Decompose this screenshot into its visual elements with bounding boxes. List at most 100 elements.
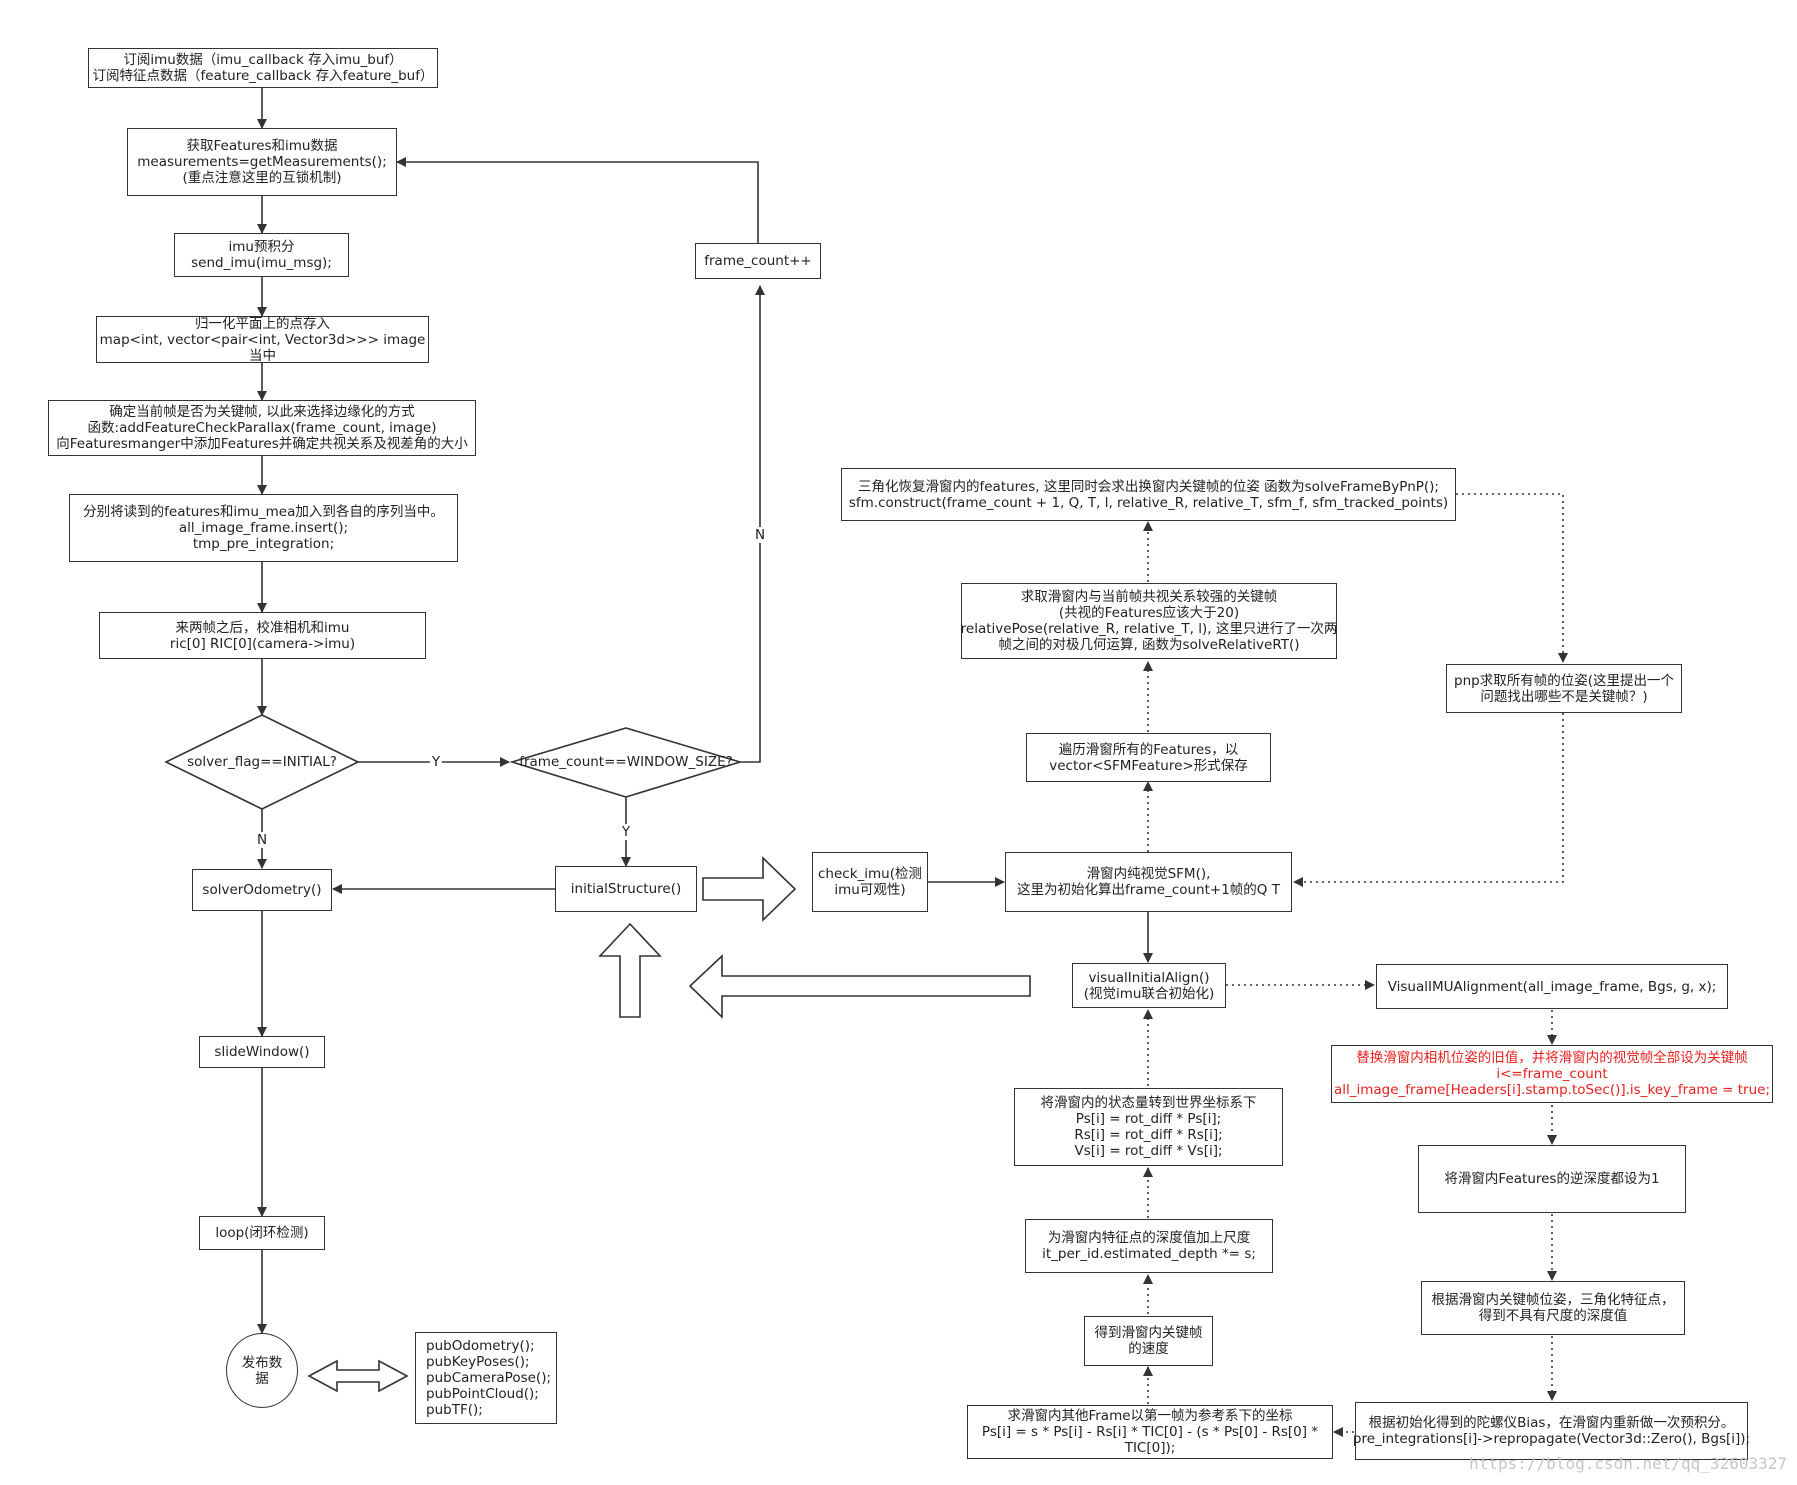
initial-structure-node: initialStructure() <box>555 866 697 912</box>
edge-windowsize-no <box>740 285 765 763</box>
relative-pose-line-1: 求取滑窗内与当前帧共视关系较强的关键帧 <box>1020 589 1278 605</box>
watermark: https://blog.csdn.net/qq_32603327 <box>1469 1454 1787 1473</box>
relative-pose-line-4: 帧之间的对极几何运算, 函数为solveRelativeRT() <box>998 637 1300 653</box>
sfm-node: 滑窗内纯视觉SFM(), 这里为初始化算出frame_count+1帧的Q T <box>1005 852 1292 912</box>
insert-sequences-line-3: tmp_pre_integration; <box>192 536 335 552</box>
publish-node: 发布数 据 <box>226 1333 298 1408</box>
other-frames-line-1: 求滑窗内其他Frame以第一帧为参考系下的坐标 <box>1007 1408 1293 1424</box>
block-arrow-up-icon <box>598 922 662 1018</box>
traverse-features-line-2: vector<SFMFeature>形式保存 <box>1049 757 1248 774</box>
scale-depth-node: 为滑窗内特征点的深度值加上尺度 it_per_id.estimated_dept… <box>1025 1219 1273 1273</box>
publish-list-line-1: pubOdometry(); <box>426 1338 535 1354</box>
block-arrow-right-icon <box>702 856 797 922</box>
check-imu-line-2: imu可观性) <box>834 882 906 898</box>
sfm-line-1: 滑窗内纯视觉SFM(), <box>1086 866 1211 882</box>
traverse-features-line-1: 遍历滑窗所有的Features，以 <box>1058 741 1239 758</box>
repropagate-line-1: 根据初始化得到的陀螺仪Bias，在滑窗内重新做一次预积分。 <box>1368 1415 1735 1431</box>
edge-pnp-to-sfm <box>1293 713 1564 887</box>
replace-pose-line-2: i<=frame_count <box>1496 1066 1608 1082</box>
publish-list-line-5: pubTF(); <box>426 1402 483 1418</box>
replace-pose-line-3: all_image_frame[Headers[i].stamp.toSec()… <box>1333 1082 1771 1098</box>
edge-triangulate-to-pnp <box>1456 493 1568 663</box>
frame-count-inc-node: frame_count++ <box>695 243 821 279</box>
edge-label-windowsize-no: N <box>752 527 768 543</box>
slide-window-line-1: slideWindow() <box>214 1044 310 1060</box>
keyframe-velocity-line-2: 的速度 <box>1128 1341 1169 1357</box>
initial-structure-line-1: initialStructure() <box>570 881 682 897</box>
subscribe-line-2: 订阅特征点数据（feature_callback 存入feature_buf） <box>92 68 434 84</box>
other-frames-node: 求滑窗内其他Frame以第一帧为参考系下的坐标 Ps[i] = s * Ps[i… <box>967 1405 1333 1459</box>
keyframe-check-line-3: 向Featuresmanger中添加Features并确定共视关系及视差角的大小 <box>56 436 468 452</box>
calibrate-node: 来两帧之后，校准相机和imu ric[0] RIC[0](camera->imu… <box>99 612 426 659</box>
pnp-node: pnp求取所有帧的位姿(这里提出一个 问题找出哪些不是关键帧？) <box>1446 664 1682 713</box>
keyframe-check-node: 确定当前帧是否为关键帧, 以此来选择边缘化的方式 函数:addFeatureCh… <box>48 400 476 456</box>
repropagate-node: 根据初始化得到的陀螺仪Bias，在滑窗内重新做一次预积分。 pre_integr… <box>1353 1402 1750 1460</box>
loop-node: loop(闭环检测) <box>199 1216 325 1250</box>
edge-label-solverflag-no: N <box>254 832 270 848</box>
insert-sequences-line-2: all_image_frame.insert(); <box>178 520 349 536</box>
window-size-diamond <box>509 727 743 798</box>
triangulate-no-scale-line-2: 得到不具有尺度的深度值 <box>1478 1308 1628 1324</box>
publish-line-2: 据 <box>255 1370 269 1387</box>
normalized-points-line-1: 归一化平面上的点存入 <box>195 315 330 332</box>
inverse-depth-node: 将滑窗内Features的逆深度都设为1 <box>1418 1145 1686 1213</box>
insert-sequences-line-1: 分别将读到的features和imu_mea加入到各自的序列当中。 <box>83 504 444 520</box>
relative-pose-node: 求取滑窗内与当前帧共视关系较强的关键帧 (共视的Features应该大于20) … <box>961 583 1337 659</box>
calibrate-line-1: 来两帧之后，校准相机和imu <box>175 619 350 636</box>
subscribe-node: 订阅imu数据（imu_callback 存入imu_buf） 订阅特征点数据（… <box>88 48 438 88</box>
visual-initial-align-line-2: (视觉imu联合初始化) <box>1083 985 1215 1002</box>
edge-framecount-to-measurements <box>396 157 759 243</box>
get-measurements-line-3: (重点注意这里的互锁机制) <box>182 170 342 186</box>
normalized-points-node: 归一化平面上的点存入 map<int, vector<pair<int, Vec… <box>96 315 429 364</box>
check-imu-line-1: check_imu(检测 <box>818 866 922 882</box>
edge-label-windowsize-yes: Y <box>619 824 633 840</box>
scale-depth-line-1: 为滑窗内特征点的深度值加上尺度 <box>1047 1230 1251 1246</box>
get-measurements-line-1: 获取Features和imu数据 <box>186 138 338 154</box>
edge-group-dotted <box>1143 493 1568 1437</box>
insert-sequences-node: 分别将读到的features和imu_mea加入到各自的序列当中。 all_im… <box>69 494 458 562</box>
keyframe-check-line-2: 函数:addFeatureCheckParallax(frame_count, … <box>87 420 437 436</box>
solver-flag-label: solver_flag==INITIAL? <box>187 754 337 770</box>
relative-pose-line-3: relativePose(relative_R, relative_T, l),… <box>960 621 1338 637</box>
normalized-points-line-3: 当中 <box>249 347 276 364</box>
triangulate-no-scale-line-1: 根据滑窗内关键帧位姿，三角化特征点， <box>1431 1292 1675 1308</box>
loop-line-1: loop(闭环检测) <box>215 1225 309 1241</box>
replace-pose-node: 替换滑窗内相机位姿的旧值，并将滑窗内的视觉帧全部设为关键帧 i<=frame_c… <box>1331 1045 1773 1103</box>
frame-count-inc-line-1: frame_count++ <box>704 253 812 269</box>
block-arrow-left-icon <box>688 954 1031 1019</box>
keyframe-velocity-node: 得到滑窗内关键帧 的速度 <box>1084 1316 1213 1366</box>
keyframe-velocity-line-1: 得到滑窗内关键帧 <box>1094 1325 1203 1341</box>
solver-odometry-line-1: solverOdometry() <box>202 882 322 898</box>
publish-line-1: 发布数 <box>241 1354 283 1371</box>
visual-imu-alignment-node: VisualIMUAlignment(all_image_frame, Bgs,… <box>1376 964 1728 1009</box>
other-frames-line-3: TIC[0]); <box>1124 1440 1176 1456</box>
replace-pose-line-1: 替换滑窗内相机位姿的旧值，并将滑窗内的视觉帧全部设为关键帧 <box>1356 1050 1748 1066</box>
publish-list-node: pubOdometry(); pubKeyPoses(); pubCameraP… <box>415 1332 557 1424</box>
scale-depth-line-2: it_per_id.estimated_depth *= s; <box>1042 1246 1256 1262</box>
edge-label-solverflag-yes: Y <box>429 754 443 770</box>
block-arrow-group <box>307 856 1031 1393</box>
slide-window-node: slideWindow() <box>199 1036 325 1068</box>
publish-list-line-2: pubKeyPoses(); <box>426 1354 530 1370</box>
visual-initial-align-node: visualInitialAlign() (视觉imu联合初始化) <box>1072 963 1226 1008</box>
other-frames-line-2: Ps[i] = s * Ps[i] - Rs[i] * TIC[0] - (s … <box>981 1424 1319 1440</box>
check-imu-node: check_imu(检测 imu可观性) <box>812 852 928 912</box>
visual-imu-alignment-line-1: VisualIMUAlignment(all_image_frame, Bgs,… <box>1387 978 1717 995</box>
traverse-features-node: 遍历滑窗所有的Features，以 vector<SFMFeature>形式保存 <box>1026 733 1271 782</box>
world-frame-node: 将滑窗内的状态量转到世界坐标系下 Ps[i] = rot_diff * Ps[i… <box>1014 1088 1283 1166</box>
triangulate-line-2: sfm.construct(frame_count + 1, Q, T, l, … <box>848 494 1449 511</box>
solver-flag-diamond <box>164 714 360 810</box>
world-frame-line-1: 将滑窗内的状态量转到世界坐标系下 <box>1040 1095 1257 1111</box>
solver-odometry-node: solverOdometry() <box>192 869 332 911</box>
pnp-line-1: pnp求取所有帧的位姿(这里提出一个 <box>1454 672 1674 689</box>
triangulate-no-scale-node: 根据滑窗内关键帧位姿，三角化特征点， 得到不具有尺度的深度值 <box>1421 1281 1685 1335</box>
get-measurements-line-2: measurements=getMeasurements(); <box>137 154 387 170</box>
triangulate-node: 三角化恢复滑窗内的features, 这里同时会求出换窗内关键帧的位姿 函数为s… <box>841 468 1456 521</box>
inverse-depth-line-1: 将滑窗内Features的逆深度都设为1 <box>1444 1171 1660 1187</box>
edge-group-main <box>257 88 1153 1334</box>
block-arrow-double-icon <box>307 1359 409 1393</box>
normalized-points-line-2: map<int, vector<pair<int, Vector3d>>> im… <box>99 331 426 348</box>
frame-count-check-label: frame_count==WINDOW_SIZE? <box>519 754 733 770</box>
imu-preintegration-line-1: imu预积分 <box>228 239 295 255</box>
